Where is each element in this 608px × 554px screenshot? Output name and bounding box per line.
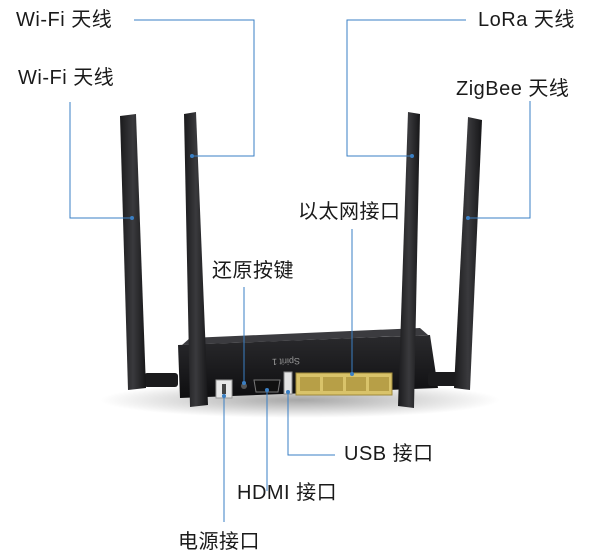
ethernet-port-1 <box>300 377 320 391</box>
leader-wifi-top <box>134 19 255 157</box>
label-lora-antenna: LoRa 天线 <box>478 9 575 31</box>
power-port-pin <box>222 384 226 394</box>
leader-dot-reset <box>242 381 246 385</box>
leader-usb <box>287 392 335 456</box>
label-power-port: 电源接口 <box>178 531 260 553</box>
hinge-left <box>144 373 178 387</box>
antenna-zigbee <box>454 117 482 390</box>
leader-dot-wifi-top <box>190 154 194 158</box>
label-usb-port: USB 接口 <box>344 443 434 465</box>
ethernet-port-3 <box>346 377 366 391</box>
label-hdmi-port: HDMI 接口 <box>237 482 338 504</box>
leader-wifi-second <box>69 102 132 219</box>
leader-dot-wifi-second <box>130 216 134 220</box>
leader-dot-lora <box>410 154 414 158</box>
leader-dot-usb <box>286 390 290 394</box>
leader-dot-hdmi <box>265 388 269 392</box>
hinge-right <box>428 372 458 386</box>
label-zigbee-antenna: ZigBee 天线 <box>456 78 570 100</box>
label-wifi-antenna-top: Wi-Fi 天线 <box>16 9 113 31</box>
label-wifi-antenna-second: Wi-Fi 天线 <box>18 67 115 89</box>
antenna-wifi-1 <box>120 114 146 390</box>
ethernet-port-2 <box>323 377 343 391</box>
label-reset-button: 还原按键 <box>212 260 294 282</box>
leader-lora <box>346 19 466 157</box>
leader-zigbee <box>468 101 531 219</box>
hdmi-port <box>253 379 281 393</box>
reset-hole <box>241 383 247 389</box>
antenna-lora <box>398 112 420 408</box>
leader-dot-power <box>222 394 226 398</box>
antenna-wifi-2 <box>184 112 208 407</box>
ethernet-port-4 <box>369 377 389 391</box>
label-ethernet-port: 以太网接口 <box>298 201 401 223</box>
device-model-text: Spirit 1 <box>272 356 300 367</box>
leader-dot-zigbee <box>466 216 470 220</box>
leader-dot-ethernet <box>350 372 354 376</box>
